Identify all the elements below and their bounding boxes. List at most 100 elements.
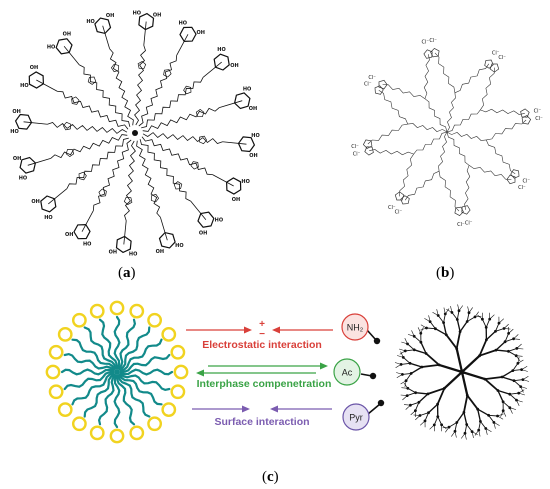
dendrimer-branch [429,321,436,329]
linker-chain [93,139,132,211]
dendrimer-branch [463,412,468,425]
glycosidic-bond [222,141,247,145]
hydroxyl-label: HO [215,218,223,224]
branch-chain [446,92,456,133]
hydroxyl-label: OH [31,199,39,205]
dendrimer-branch [443,371,463,390]
branch-chain [378,89,409,125]
dendrimer-branch [522,379,530,382]
surfactant-head [109,428,125,444]
surfactant-head [147,312,163,328]
dendrimer-branch [459,321,468,332]
chloride-label: Cl⁻ [395,209,403,215]
chloride-label: Cl⁻ [535,116,543,122]
glycosidic-bond [102,25,110,49]
surfactant-head [170,344,186,360]
dendrimer-branch [451,312,458,320]
dendrimer-branch [410,401,420,406]
surface-arrows [192,405,332,413]
hydroxyl-label: HO [217,47,225,53]
surfactant-head [57,402,73,418]
branch-chain [399,153,414,197]
nh2-label: NH₂ [347,323,364,333]
linker-chain [142,107,220,132]
triazole-ring [123,196,133,206]
dendrimer-branch [409,362,423,368]
dendrimer-branch [401,362,411,365]
dendrimer-branch [413,335,422,343]
hydroxyl-label: HO [44,215,52,221]
dendrimer-branch [474,311,479,318]
dendrimer-branch [478,430,481,437]
dendrimer-branch [455,348,464,373]
ac-group-badge: Ac [333,358,377,386]
triazole-ring [163,69,172,78]
dendrimer-branch [501,370,514,378]
surfactant-head [109,300,125,316]
branch-chain [486,119,527,141]
glycosidic-bond [176,34,189,56]
dendrimer-branch [458,305,464,311]
dendrimer-branch [518,392,525,396]
dendrimer-branch [418,393,429,403]
dendrimer-branch [448,422,458,428]
glycosidic-bond [48,188,68,205]
dendrimer-branch [464,433,467,440]
chloride-label: Cl⁻ [422,40,430,46]
dendrimer-branch [512,363,519,371]
dendrimer-branch [489,314,495,320]
dendrimer-branch [402,372,412,375]
dendrimer-branch [443,313,446,323]
dendrimer-branch [437,315,444,323]
branch-chain [438,131,448,172]
dendrimer-branch [441,424,447,430]
hydroxyl-label: HO [19,175,27,181]
dendrimer-branch [508,328,514,334]
dendrimer-branch [410,366,423,374]
dendrimer-branch [400,380,407,385]
surfactant-head [57,326,73,342]
dendrimer-branch [404,380,407,388]
hydroxyl-label: OH [199,230,207,236]
surfactant-tail [116,374,136,426]
dendrimer-branch [509,392,519,395]
linker-chain [50,134,128,159]
dendrimer-branch [513,338,521,340]
sugar-ring [213,53,230,71]
linker-chain [138,55,177,127]
surfactant-head [45,364,61,380]
dendrimer-branch [420,327,424,334]
hydroxyl-label: HO [129,251,137,257]
dendrimer-branch [513,334,519,340]
dendrimer-branch [407,387,416,394]
dendrimer-branch [415,392,429,395]
dendrimer-branch [474,429,479,436]
dendrimer-branch [456,319,461,332]
dendrimer-branch [438,363,463,374]
dendrimer-branch [509,393,517,401]
sugar-ring [28,71,45,89]
dendrimer-branch [516,355,523,357]
hydroxyl-label: HO [133,11,141,17]
surfactant-head [147,416,163,432]
dendrimer-branch [407,334,415,337]
dendrimer-branch [396,374,403,379]
dendrimer-branch [497,413,504,417]
chloride-label: Cl⁻ [351,144,359,150]
dendrimer-branch [455,331,461,349]
dendrimer-branch [521,369,528,372]
dendrimer-branch [442,322,447,335]
dendrimer-illustration [394,304,530,440]
dendrimer-branch [460,433,466,439]
surfactant-head [71,312,87,328]
surfactant-tail [119,368,174,376]
dendrimer-branch [516,399,523,403]
dendrimer-branch [498,318,505,324]
triazole-ring [195,108,205,118]
imidazolium-ring [489,63,500,73]
sugar-ring [115,235,132,254]
dendrimer-branch [504,333,510,342]
glycosidic-bond [123,220,127,245]
branch-point [519,385,523,388]
dendrimer-branch [509,407,513,414]
